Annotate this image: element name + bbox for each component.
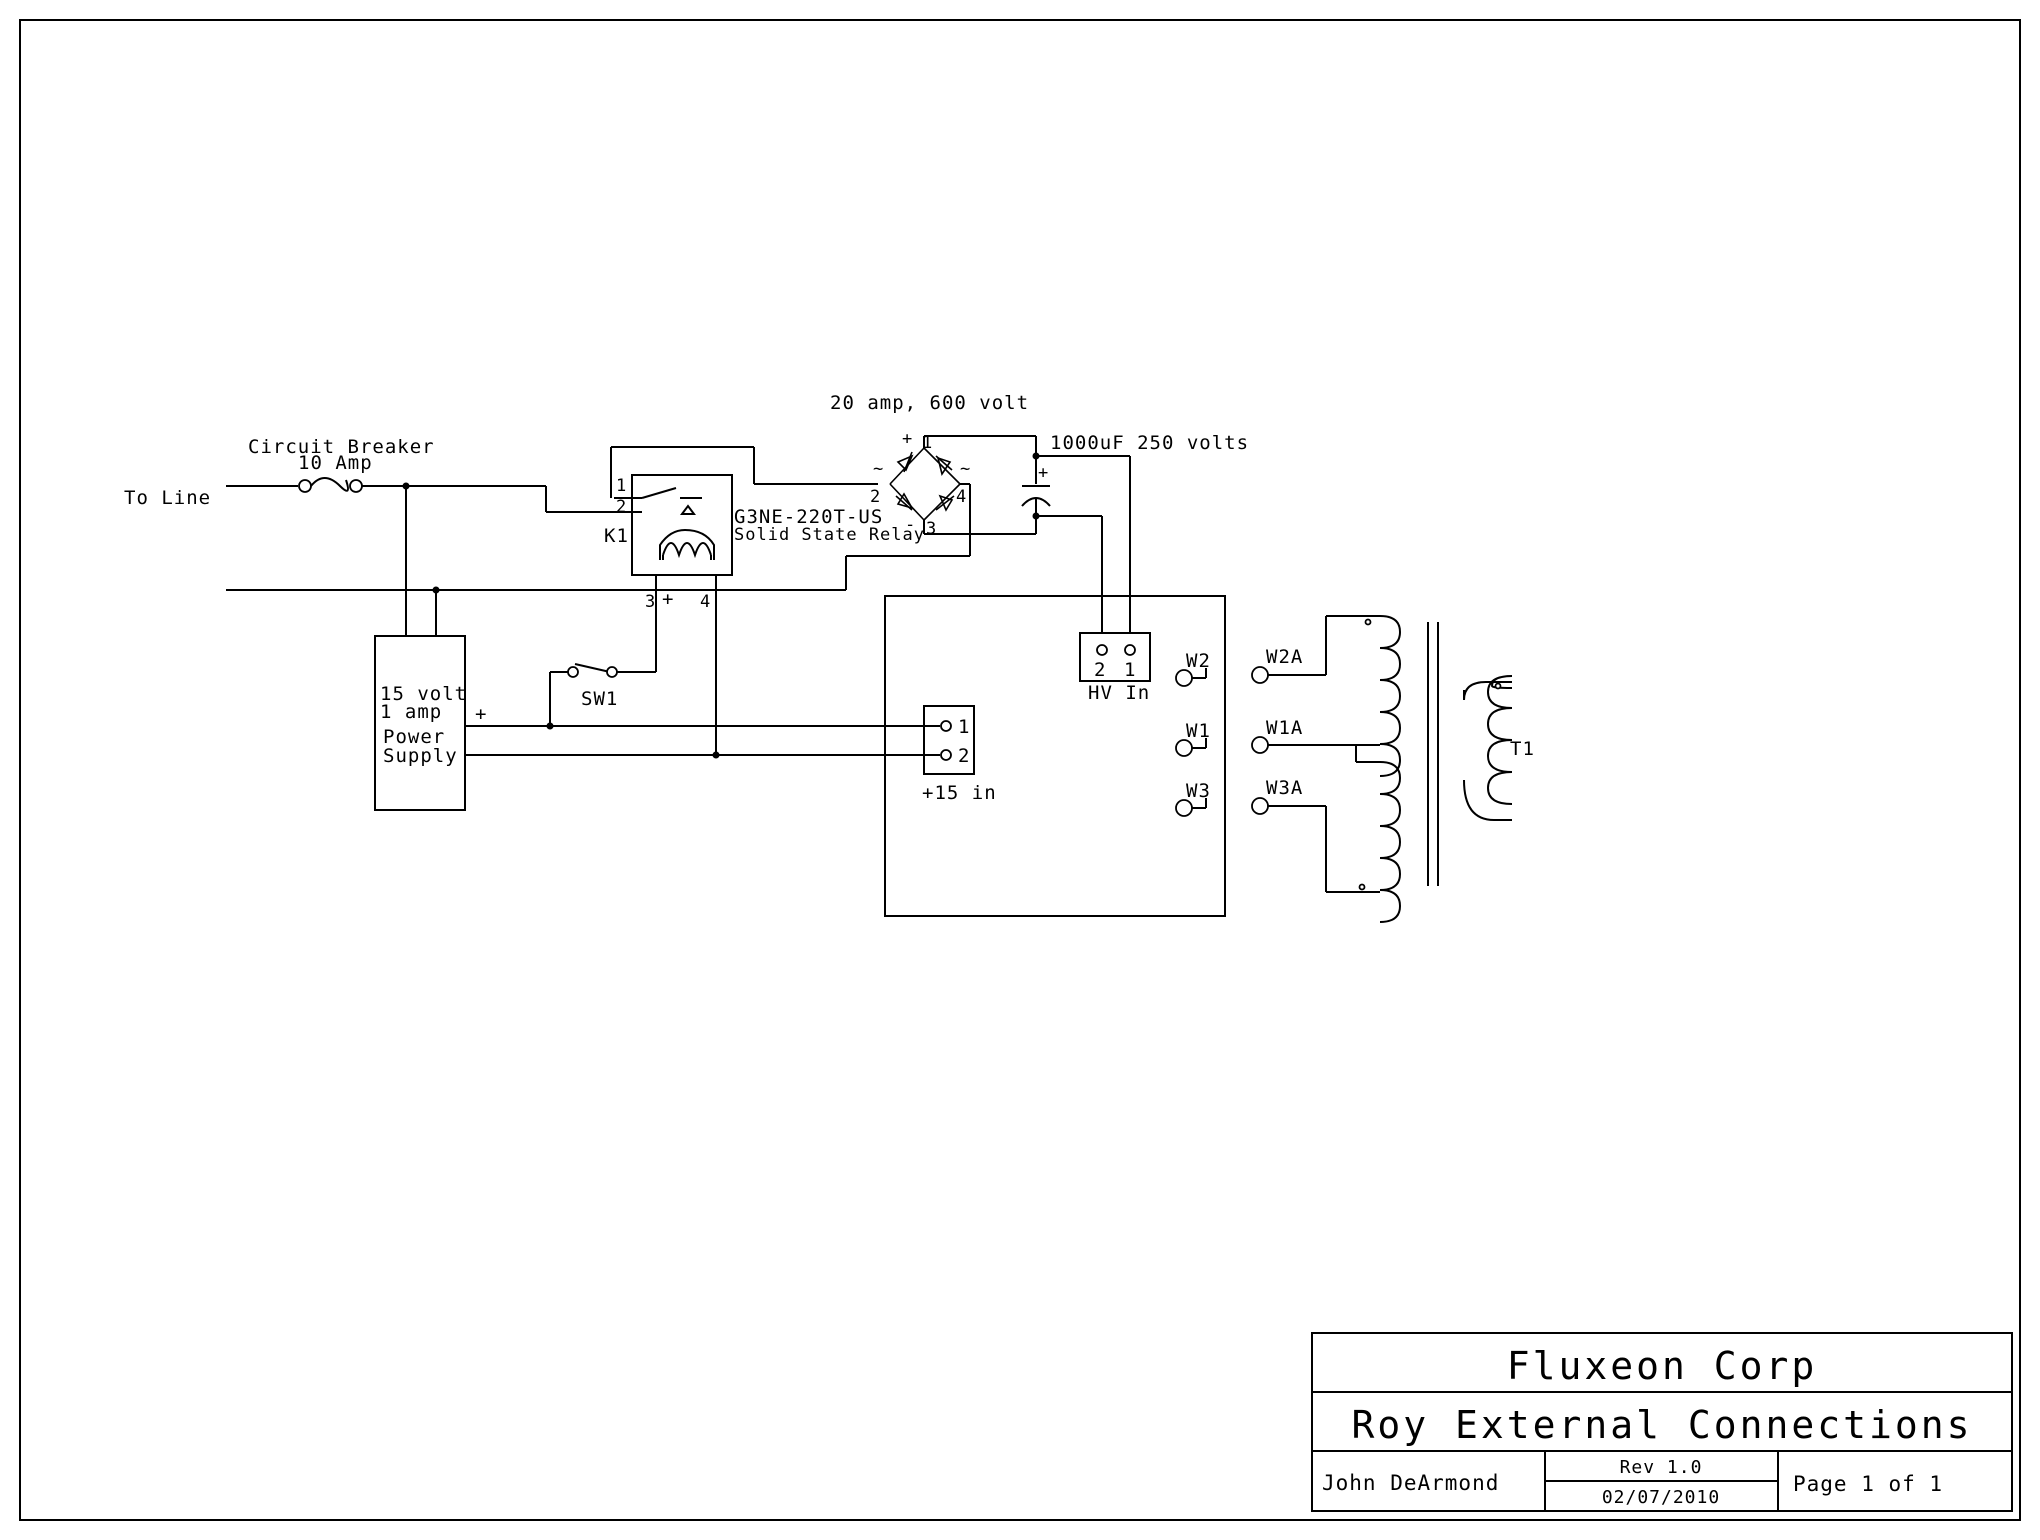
title-block-date: 02/07/2010 bbox=[1602, 1487, 1720, 1508]
breaker-rating: 10 Amp bbox=[298, 452, 373, 474]
bridge-pin-4: 4 bbox=[956, 487, 967, 507]
bridge-ac-right: ~ bbox=[960, 459, 971, 479]
relay-k1 bbox=[614, 474, 733, 576]
junction-dot bbox=[1032, 452, 1040, 460]
sheet-border bbox=[19, 19, 2021, 1521]
transformer-ref: T1 bbox=[1510, 738, 1535, 760]
hv-pin-2: 2 bbox=[1094, 659, 1106, 681]
psu-plus: + bbox=[475, 703, 487, 725]
relay-ref: K1 bbox=[604, 525, 629, 547]
title-block-company: Fluxeon Corp bbox=[1507, 1344, 1818, 1388]
psu-line-3: Power bbox=[383, 726, 445, 748]
transformer-terminal-w2a: W2A bbox=[1266, 646, 1303, 668]
psu-line-4: Supply bbox=[383, 745, 458, 767]
sw1-switch bbox=[549, 592, 657, 726]
bridge-pin-2: 2 bbox=[870, 487, 881, 507]
breaker-title: Circuit Breaker bbox=[248, 436, 435, 458]
title-block bbox=[1311, 1332, 2013, 1512]
relay-pin-1: 1 bbox=[616, 476, 627, 496]
capacitor-rating: 1000uF 250 volts bbox=[1050, 432, 1249, 454]
dc-pin-2: 2 bbox=[958, 745, 970, 767]
power-supply bbox=[374, 635, 466, 811]
board-terminal-w1-label: W1 bbox=[1186, 720, 1211, 742]
circuit-breaker bbox=[226, 477, 546, 493]
bridge-rating: 20 amp, 600 volt bbox=[830, 392, 1029, 414]
bridge-pin-3: 3 bbox=[926, 519, 937, 539]
transformer-t1 bbox=[1251, 615, 1513, 923]
transformer-terminal-w3a: W3A bbox=[1266, 777, 1303, 799]
title-block-title: Roy External Connections bbox=[1351, 1403, 1972, 1447]
bridge-ac-left: ~ bbox=[873, 459, 884, 479]
bridge-minus: - bbox=[905, 515, 916, 535]
hv-label: HV In bbox=[1088, 682, 1150, 704]
board-terminal-w2 bbox=[1175, 668, 1207, 687]
bridge-pin-1: 1 bbox=[922, 433, 933, 453]
relay-pin-4: 4 bbox=[700, 592, 711, 612]
transformer-terminal-w1a: W1A bbox=[1266, 717, 1303, 739]
dc-label: +15 in bbox=[922, 782, 997, 804]
line-in-label: To Line bbox=[124, 487, 211, 509]
board-terminal-w1 bbox=[1175, 738, 1207, 757]
relay-coil-plus: + bbox=[662, 588, 674, 610]
junction-dot bbox=[1032, 512, 1040, 520]
capacitor-plus: + bbox=[1038, 463, 1049, 483]
relay-pin-3: 3 bbox=[645, 592, 656, 612]
bridge-rectifier bbox=[889, 435, 1036, 535]
dc-pin-1: 1 bbox=[958, 716, 970, 738]
bridge-plus: + bbox=[902, 429, 913, 449]
relay-pin-2: 2 bbox=[616, 497, 627, 517]
psu-line-2: 1 amp bbox=[380, 701, 442, 723]
control-board bbox=[884, 595, 1226, 917]
dc-connector bbox=[923, 705, 975, 775]
relay-desc: Solid State Relay bbox=[734, 525, 925, 545]
capacitor bbox=[1021, 436, 1131, 633]
title-block-author: John DeArmond bbox=[1322, 1471, 1499, 1495]
title-block-rev: Rev 1.0 bbox=[1620, 1457, 1703, 1478]
hv-pin-1: 1 bbox=[1124, 659, 1136, 681]
psu-line-1: 15 volt bbox=[380, 683, 467, 705]
relay-part: G3NE-220T-US bbox=[734, 506, 883, 528]
board-terminal-w2-label: W2 bbox=[1186, 650, 1211, 672]
title-block-page: Page 1 of 1 bbox=[1793, 1472, 1943, 1496]
board-terminal-w3-label: W3 bbox=[1186, 780, 1211, 802]
sw1-label: SW1 bbox=[581, 688, 618, 710]
hv-connector bbox=[1079, 632, 1151, 682]
board-terminal-w3 bbox=[1175, 798, 1207, 817]
